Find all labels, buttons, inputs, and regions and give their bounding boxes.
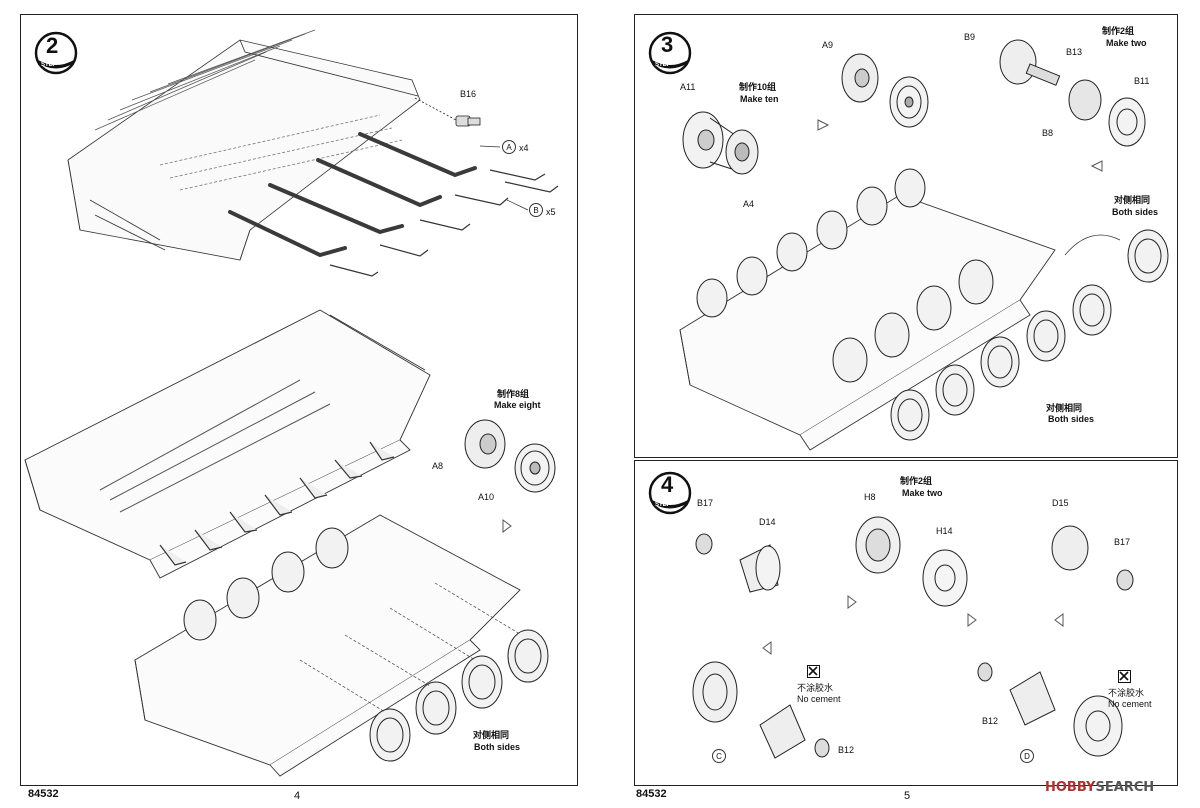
- step3-drawing: [679, 39, 1169, 451]
- no-cement-right-cn: 不涂胶水: [1108, 688, 1145, 698]
- part-d14-label: D14: [759, 517, 776, 527]
- make-ten-en: Make ten: [740, 94, 779, 104]
- part-d15-label: D15: [1052, 498, 1069, 508]
- no-cement-left-en: No cement: [797, 694, 841, 704]
- make-ten-cn: 制作10组: [739, 82, 777, 92]
- part-a10-label: A10: [478, 492, 495, 502]
- part-b11-label: B11: [1134, 76, 1150, 86]
- model-number: 84532: [28, 788, 59, 800]
- step2-word: STEP: [41, 62, 57, 68]
- part-b17-right-label: B17: [1114, 537, 1131, 547]
- both-sides-bottom-en: Both sides: [1048, 414, 1095, 424]
- part-b9-label: B9: [964, 32, 976, 42]
- part-b12-left-label: B12: [838, 745, 855, 755]
- arrow-down-icon: [502, 519, 512, 533]
- step4-frame: [634, 460, 1178, 786]
- right-page: 3 STEP: [600, 0, 1200, 808]
- step4-badge-icon: [648, 471, 692, 515]
- page-number: 4: [294, 790, 301, 802]
- hull-torsion-bars-drawing: [67, 29, 559, 277]
- step3-make-two-en: Make two: [1106, 38, 1147, 48]
- watermark-suffix: SEARCH: [1095, 780, 1155, 795]
- page-number: 5: [904, 790, 911, 802]
- part-b16-label: B16: [460, 89, 477, 99]
- callout-b-circle: B: [529, 203, 543, 217]
- both-sides-cn: 对侧相同: [473, 730, 510, 740]
- step4-number: 4: [661, 472, 674, 497]
- part-b12-right-label: B12: [982, 716, 999, 726]
- callout-c-circle: C: [712, 749, 726, 763]
- part-b13-label: B13: [1066, 47, 1083, 57]
- part-a4-label: A4: [743, 199, 755, 209]
- step2-number: 2: [46, 33, 59, 58]
- model-number: 84532: [636, 788, 667, 800]
- make-eight-en: Make eight: [494, 400, 541, 410]
- step3-badge-icon: [648, 31, 692, 75]
- hull-roadwheels-drawing: [134, 514, 549, 777]
- left-page: 2 STEP: [20, 14, 578, 802]
- both-sides-top-cn: 对侧相同: [1114, 195, 1151, 205]
- make-eight-cn: 制作8组: [497, 389, 530, 399]
- part-h8-label: H8: [864, 492, 876, 502]
- step3-frame: [634, 14, 1178, 458]
- callout-d-circle: D: [1020, 749, 1034, 763]
- no-cement-left-cn: 不涂胶水: [797, 683, 834, 693]
- callout-a-count: x4: [519, 143, 529, 153]
- callout-b-count: x5: [546, 207, 556, 217]
- part-a11-label: A11: [680, 82, 696, 92]
- step3-number: 3: [661, 32, 674, 57]
- part-h14-label: H14: [936, 526, 953, 536]
- both-sides-en: Both sides: [474, 742, 521, 752]
- step3-make-two-cn: 制作2组: [1102, 26, 1135, 36]
- callout-a-circle: A: [502, 140, 516, 154]
- step4-word: STEP: [655, 502, 671, 508]
- step4-make-two-en: Make two: [902, 488, 943, 498]
- both-sides-top-en: Both sides: [1112, 207, 1159, 217]
- part-a9-label: A9: [822, 40, 834, 50]
- no-cement-left-icon: [807, 665, 820, 678]
- part-a8-label: A8: [432, 461, 444, 471]
- no-cement-right-icon: [1118, 670, 1131, 683]
- watermark-brand: HOBBY: [1045, 780, 1096, 795]
- no-cement-right-en: No cement: [1108, 699, 1152, 709]
- both-sides-bottom-cn: 对侧相同: [1046, 403, 1083, 413]
- part-b17-left-label: B17: [697, 498, 714, 508]
- part-b8-label: B8: [1042, 128, 1054, 138]
- hobbysearch-watermark: HOBBYSEARCH: [1045, 780, 1154, 795]
- step2-badge-icon: [34, 31, 78, 75]
- step3-word: STEP: [655, 62, 671, 68]
- step4-make-two-cn: 制作2组: [900, 476, 933, 486]
- step4-drawing: [692, 516, 1134, 759]
- step2-frame: [20, 14, 578, 786]
- hull-suspension-arms-drawing: [24, 309, 556, 579]
